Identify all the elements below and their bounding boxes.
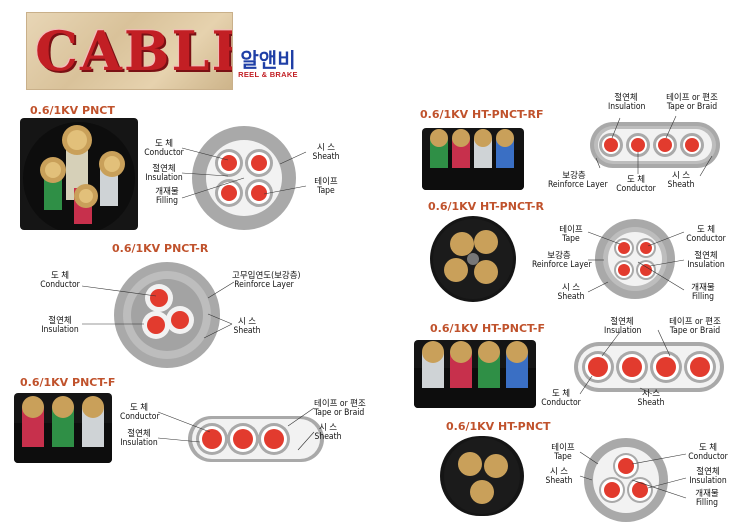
- logo-text: CABLE: [35, 19, 233, 83]
- pnct-r-conductor-2: [147, 316, 165, 334]
- photo-ht-pnct: [440, 436, 524, 516]
- photo-pnct-drawing: [23, 122, 135, 230]
- ht-pnct-rf-conductor-2: [631, 138, 645, 152]
- ht-pnct-f-conductor-3: [656, 357, 676, 377]
- title-ht-pnct: 0.6/1KV HT-PNCT: [446, 420, 551, 433]
- ht-pnct-conductor-3: [632, 482, 648, 498]
- brand-english: REEL & BRAKE: [238, 70, 298, 79]
- pnct-f-conductor-1: [202, 429, 222, 449]
- pnct-conductor-3: [221, 185, 237, 201]
- pnct-conductor-4: [251, 185, 267, 201]
- ht-pnct-rf-conductor-3: [658, 138, 672, 152]
- pnct-f-conductor-2: [233, 429, 253, 449]
- photo-ht-pnct-rf: [422, 128, 524, 190]
- ht-pnct-conductor-1: [618, 458, 634, 474]
- pnct-f-conductor-3: [264, 429, 284, 449]
- photo-pnct-f: [14, 393, 112, 463]
- title-ht-pnct-rf: 0.6/1KV HT-PNCT-RF: [420, 108, 544, 121]
- brand-korean: 알앤비: [240, 48, 296, 72]
- diagram-ht-pnct: [579, 438, 687, 522]
- ht-pnct-r-tape: [608, 232, 662, 286]
- pnct-conductor-2: [251, 155, 267, 171]
- photo-ht-pnct-rf-drawing: [422, 129, 524, 190]
- title-ht-pnct-f: 0.6/1KV HT-PNCT-F: [430, 322, 545, 335]
- pnct-r-conductor-1: [150, 289, 168, 307]
- diagram-pnct-f: [157, 407, 324, 462]
- ht-pnct-f-conductor-4: [690, 357, 710, 377]
- cable-logo-banner: CABLE: [26, 12, 233, 90]
- title-pnct-f: 0.6/1KV PNCT-F: [20, 376, 116, 389]
- diagram-ht-pnct-r: [587, 219, 685, 299]
- title-ht-pnct-r: 0.6/1KV HT-PNCT-R: [428, 200, 544, 213]
- diagram-pnct-r: [81, 262, 235, 368]
- ht-pnct-f-conductor-1: [588, 357, 608, 377]
- ht-pnct-rf-conductor-4: [685, 138, 699, 152]
- diagram-pnct: [181, 126, 307, 230]
- photo-ht-pnct-f-drawing: [414, 341, 536, 408]
- photo-ht-pnct-f: [414, 340, 536, 408]
- ht-pnct-r-conductor-4: [640, 264, 652, 276]
- photo-ht-pnct-r: [430, 216, 516, 302]
- ht-pnct-conductor-2: [604, 482, 620, 498]
- brand-logo: 알앤비 REEL & BRAKE: [233, 50, 303, 84]
- ht-pnct-r-conductor-3: [618, 264, 630, 276]
- ht-pnct-r-conductor-2: [640, 242, 652, 254]
- photo-pnct: [20, 118, 138, 230]
- photo-ht-pnct-r-drawing: [433, 219, 513, 299]
- title-pnct: 0.6/1KV PNCT: [30, 104, 115, 117]
- pnct-r-conductor-3: [171, 311, 189, 329]
- ht-pnct-r-conductor-1: [618, 242, 630, 254]
- photo-pnct-f-drawing: [14, 396, 112, 463]
- ht-pnct-rf-conductor-1: [604, 138, 618, 152]
- diagram-ht-pnct-f: [574, 329, 724, 395]
- ht-pnct-f-conductor-2: [622, 357, 642, 377]
- pnct-conductor-1: [221, 155, 237, 171]
- title-pnct-r: 0.6/1KV PNCT-R: [112, 242, 209, 255]
- label-pnct-r-reinforce: 고무입연도(보강층)Reinforce Layer: [232, 271, 301, 290]
- diagram-ht-pnct-rf: [590, 115, 720, 177]
- photo-ht-pnct-drawing: [444, 438, 520, 514]
- ht-pnct-f-tape: [578, 346, 720, 388]
